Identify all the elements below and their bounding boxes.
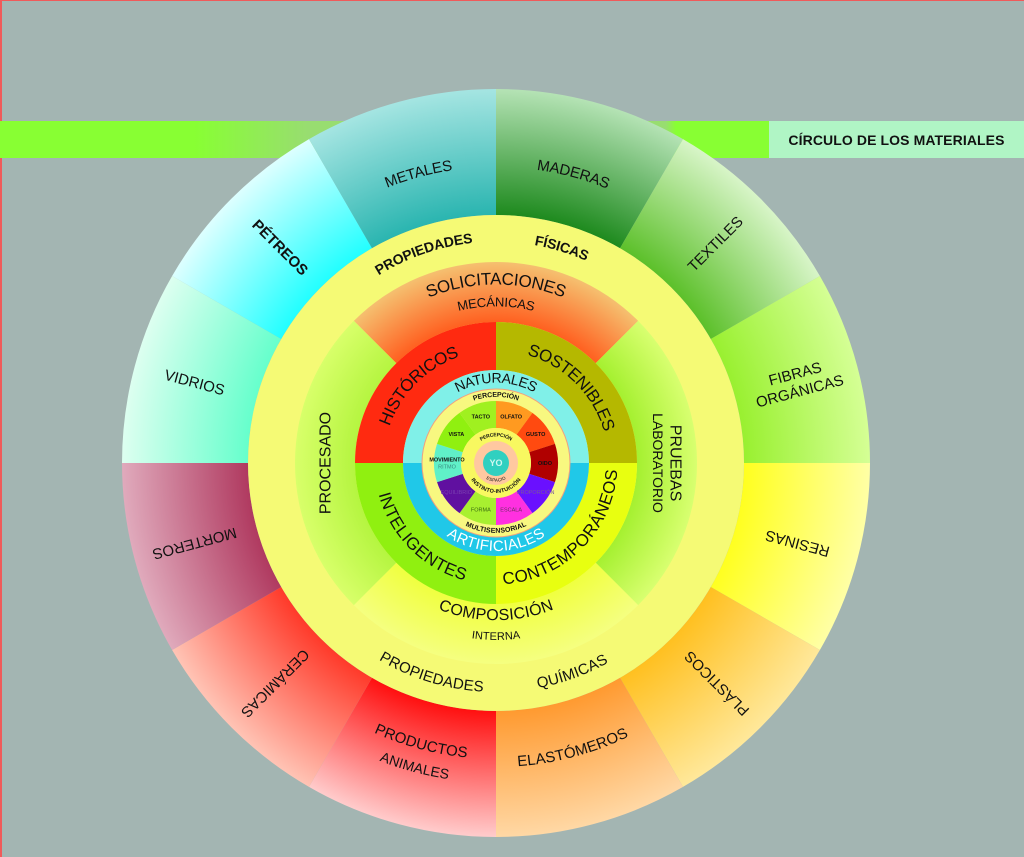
sense-label-line: ESCALA: [500, 508, 522, 514]
outer-sector-textiles[interactable]: [620, 139, 820, 339]
sense-label-tacto: TACTO: [472, 414, 491, 420]
sense-label-olfato: OLFATO: [500, 414, 523, 420]
sense-label-equilibrio: EQUILIBRIO: [441, 490, 473, 496]
sense-label-line: RITMO: [438, 465, 456, 471]
origin-ring: [403, 370, 589, 556]
label-line: PRUEBAS: [666, 425, 683, 501]
core-center[interactable]: [483, 450, 509, 476]
sense-label-line: TACTO: [472, 414, 491, 420]
frame-border-left: [0, 0, 2, 857]
label-line: PROCESADO: [318, 412, 335, 514]
middle-sector-pruebas[interactable]: [595, 320, 698, 606]
inner-sector-inteligentes[interactable]: [355, 463, 496, 604]
label-yo: YO: [489, 458, 502, 468]
sense-label-line: FORMA: [471, 508, 491, 514]
outer-sector-ceramicas[interactable]: [172, 587, 372, 787]
label-line: LABORATORIO: [650, 413, 666, 513]
outer-sector-plasticos[interactable]: [620, 587, 820, 787]
outer-sector-elastomeros[interactable]: [496, 677, 683, 837]
outer-sector-petreos[interactable]: [172, 139, 372, 339]
label-espacio: ESPACIO: [486, 475, 507, 483]
sense-label-line: VISTA: [448, 432, 464, 438]
sense-label-line: OLFATO: [500, 414, 523, 420]
middle-ring: [295, 262, 698, 665]
sense-label-line: GUSTO: [526, 432, 546, 438]
middle-sector-procesado[interactable]: [295, 320, 397, 606]
sense-sector-forma[interactable]: [459, 491, 496, 525]
sense-sector-movimiento[interactable]: [434, 443, 463, 483]
title-box: CÍRCULO DE LOS MATERIALES: [769, 121, 1024, 158]
sense-label-vista: VISTA: [448, 432, 464, 438]
sense-sector-tacto[interactable]: [459, 401, 496, 435]
label-procesado: PROCESADO: [318, 412, 335, 514]
middle-sector-composicion[interactable]: [353, 562, 639, 665]
origin-bottom: [403, 463, 589, 556]
outer-sector-productos[interactable]: [309, 677, 496, 837]
sense-label-line: OIDO: [538, 461, 553, 467]
sense-sector-vista[interactable]: [437, 412, 476, 453]
sense-sector-proporcion[interactable]: [516, 473, 555, 514]
origin-top: [403, 370, 589, 463]
sense-label-forma: FORMA: [471, 508, 491, 514]
sense-sector-oido[interactable]: [529, 443, 558, 483]
outer-ring: [122, 89, 870, 837]
sense-sector-gusto[interactable]: [516, 412, 555, 453]
frame-border-top: [0, 0, 1024, 1]
label-percepcion-inner: PERCEPCIÓN: [479, 432, 513, 443]
outer-sector-maderas[interactable]: [496, 89, 683, 249]
inner-ring: [355, 322, 637, 604]
inner-sector-historicos[interactable]: [355, 322, 496, 463]
sense-sector-olfato[interactable]: [496, 401, 533, 435]
outer-sector-morteros[interactable]: [122, 463, 282, 650]
label-percepcion-outer: PERCEPCIÓN: [472, 391, 519, 402]
outer-sector-metales[interactable]: [309, 89, 496, 249]
outer-sector-vidrios[interactable]: [122, 276, 282, 463]
sense-label-line: MOVIMIENTO: [429, 458, 465, 464]
label-interna: INTERNA: [471, 629, 521, 643]
sense-label-gusto: GUSTO: [526, 432, 546, 438]
sense-label-line: EQUILIBRIO: [441, 490, 473, 496]
inner-sector-sostenibles[interactable]: [496, 322, 637, 463]
sense-sector-equilibrio[interactable]: [437, 473, 476, 514]
diagram-title: CÍRCULO DE LOS MATERIALES: [788, 131, 1005, 148]
outer-sector-fibras[interactable]: [710, 276, 870, 463]
middle-sector-solicitaciones[interactable]: [353, 262, 639, 364]
label-mecanicas: MECÁNICAS: [456, 294, 537, 314]
sense-label-proporcion: PROPORCIÓN: [517, 489, 555, 496]
sense-label-escala: ESCALA: [500, 508, 522, 514]
sense-sector-escala[interactable]: [496, 491, 533, 525]
sense-label-line: PROPORCIÓN: [517, 489, 555, 496]
inner-sector-contemporaneos[interactable]: [496, 463, 637, 604]
core-ring: [421, 388, 571, 538]
outer-sector-resinas[interactable]: [710, 463, 870, 650]
sense-label-oido: OIDO: [538, 461, 553, 467]
